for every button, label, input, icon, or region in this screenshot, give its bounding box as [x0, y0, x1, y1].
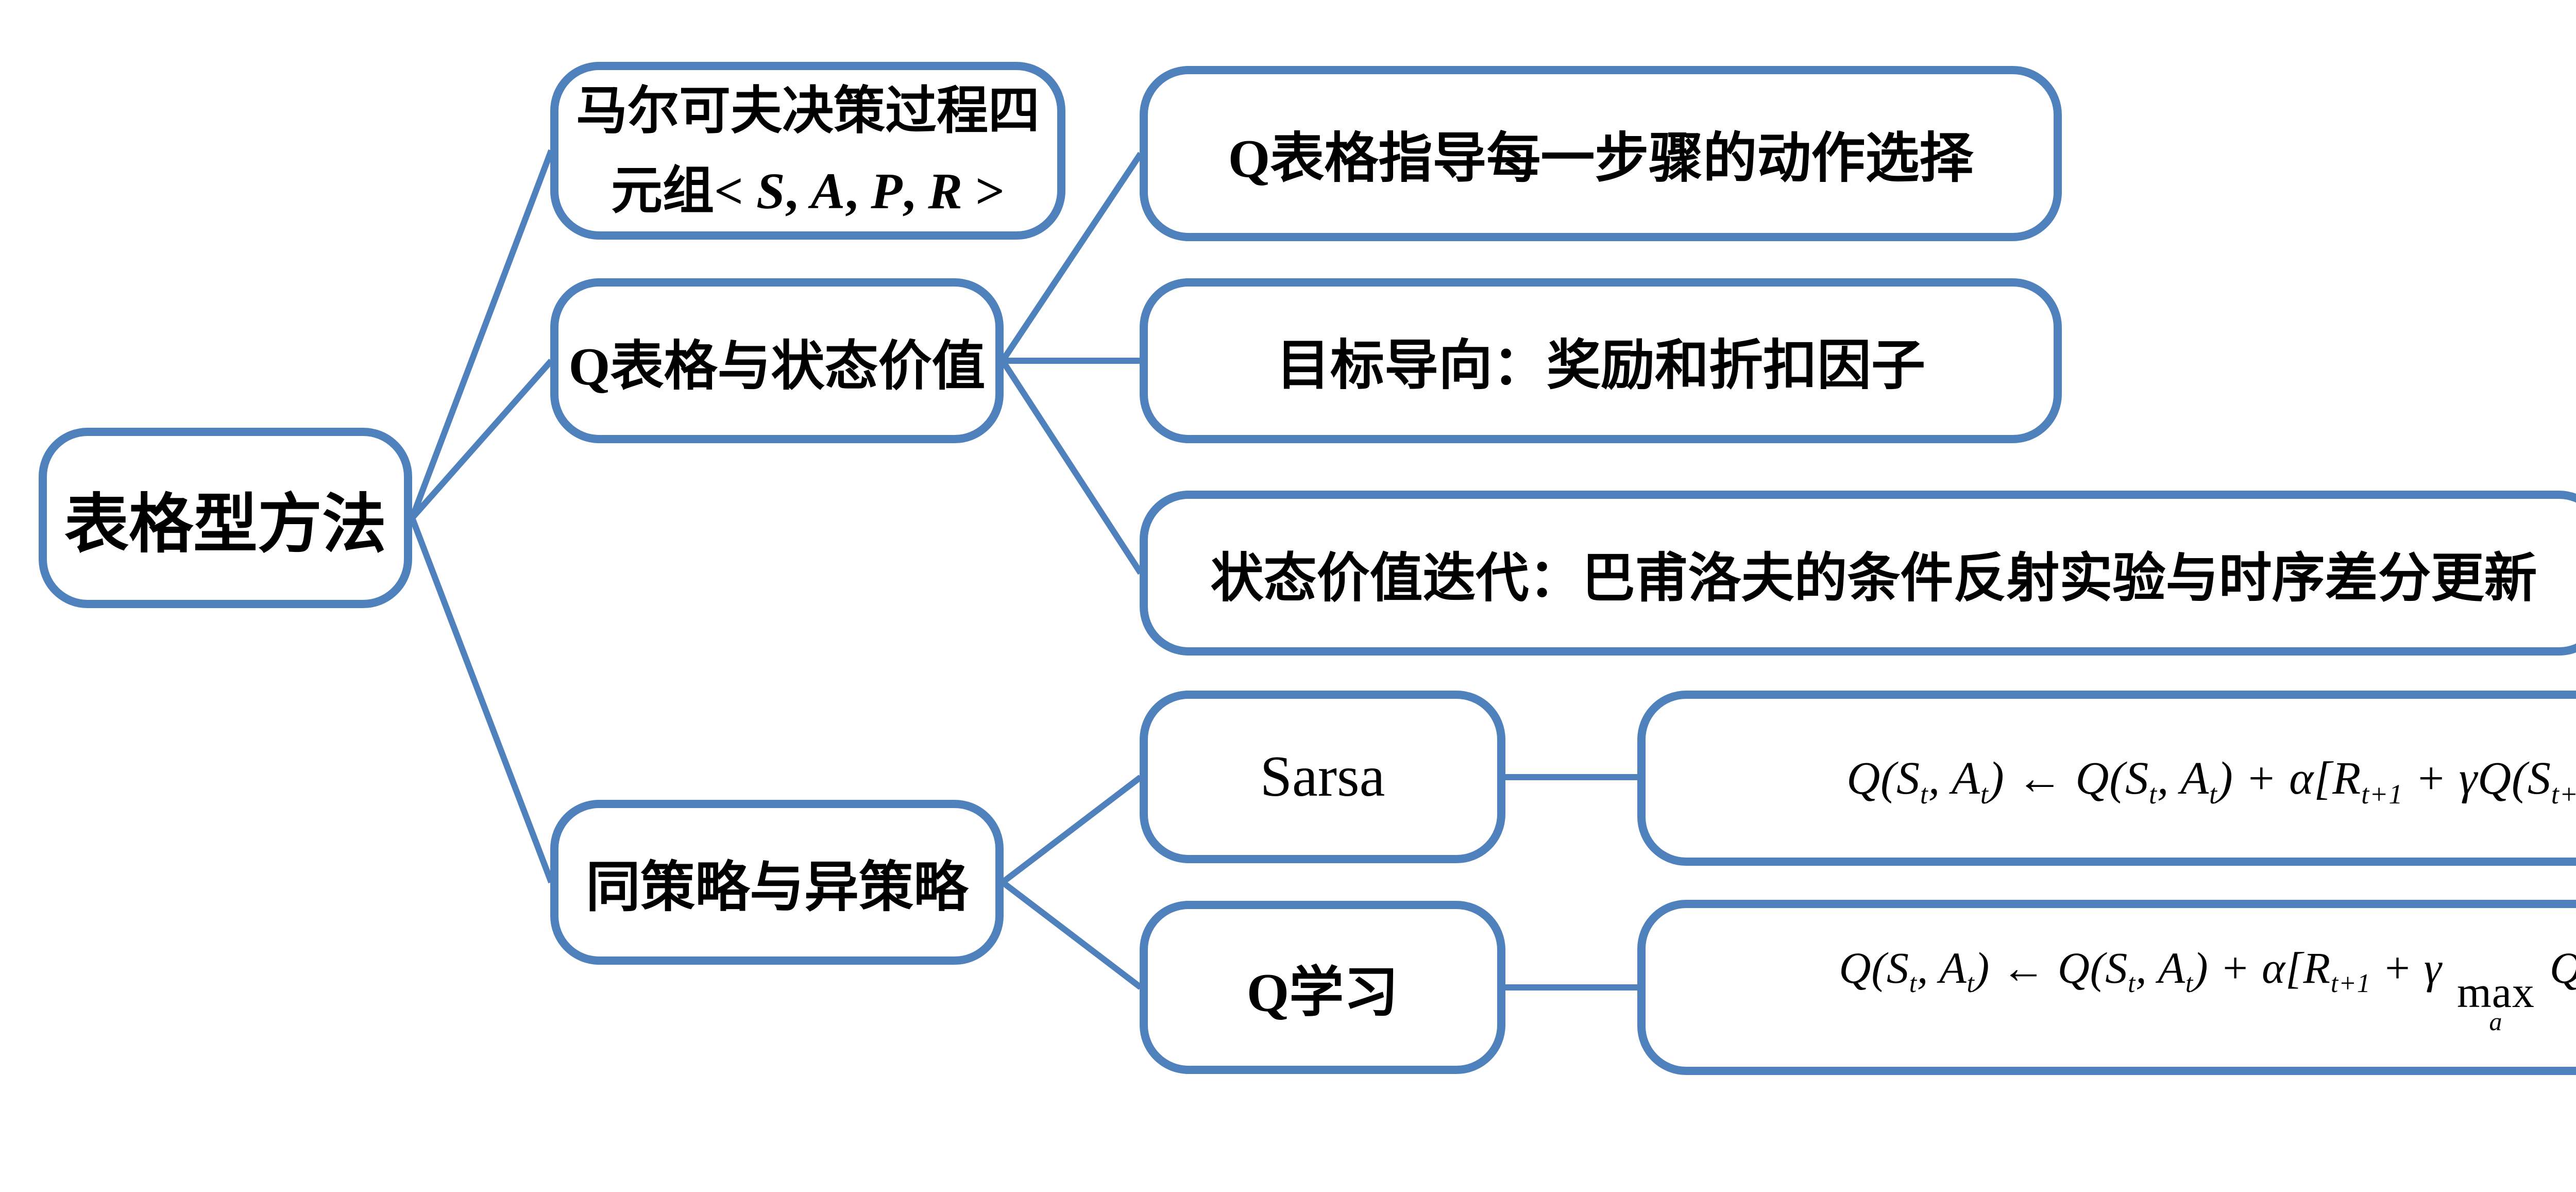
- connector-line: [409, 149, 554, 519]
- node-tabular-methods: 表格型方法: [39, 428, 412, 608]
- node-q-learning: Q学习: [1140, 901, 1505, 1074]
- connector-line: [1001, 775, 1143, 885]
- node-on-policy-off-policy: 同策略与异策略: [550, 800, 1004, 965]
- connector-line: [1000, 152, 1143, 363]
- node-label-line1: 马尔可夫决策过程四: [576, 82, 1040, 140]
- node-label: Q表格与状态价值: [568, 337, 986, 396]
- node-label: 表格型方法: [64, 489, 386, 561]
- connector-line: [999, 359, 1144, 575]
- node-label: Q学习: [1246, 963, 1399, 1023]
- connector-line: [409, 516, 554, 884]
- node-sarsa-update-formula: Q(St, At) ← Q(St, At) + α[Rt+1 + γQ(St+1…: [1637, 691, 2576, 866]
- node-label: 目标导向：奖励和折扣因子: [1276, 335, 1925, 396]
- node-state-value-iteration: 状态价值迭代：巴甫洛夫的条件反射实验与时序差分更新: [1140, 491, 2576, 656]
- node-q-table-guides-actions: Q表格指导每一步骤的动作选择: [1140, 66, 2062, 241]
- node-label: Sarsa: [1260, 745, 1385, 809]
- node-label: 同策略与异策略: [586, 858, 968, 918]
- node-mdp-four-tuple: 马尔可夫决策过程四 元组< S, A, P, R >: [550, 62, 1065, 240]
- connector-line: [410, 359, 554, 520]
- node-q-table-state-value: Q表格与状态价值: [550, 278, 1004, 443]
- sarsa-formula: Q(St, At) ← Q(St, At) + α[Rt+1 + γQ(St+1…: [1846, 752, 2576, 810]
- node-label-line2: 元组< S, A, P, R >: [611, 162, 1005, 220]
- connector-line: [1001, 880, 1143, 990]
- node-label: Q表格指导每一步骤的动作选择: [1228, 128, 1974, 189]
- node-goal-oriented: 目标导向：奖励和折扣因子: [1140, 278, 2062, 443]
- node-sarsa: Sarsa: [1140, 691, 1505, 863]
- node-label: 状态价值迭代：巴甫洛夫的条件反射实验与时序差分更新: [1210, 549, 2537, 608]
